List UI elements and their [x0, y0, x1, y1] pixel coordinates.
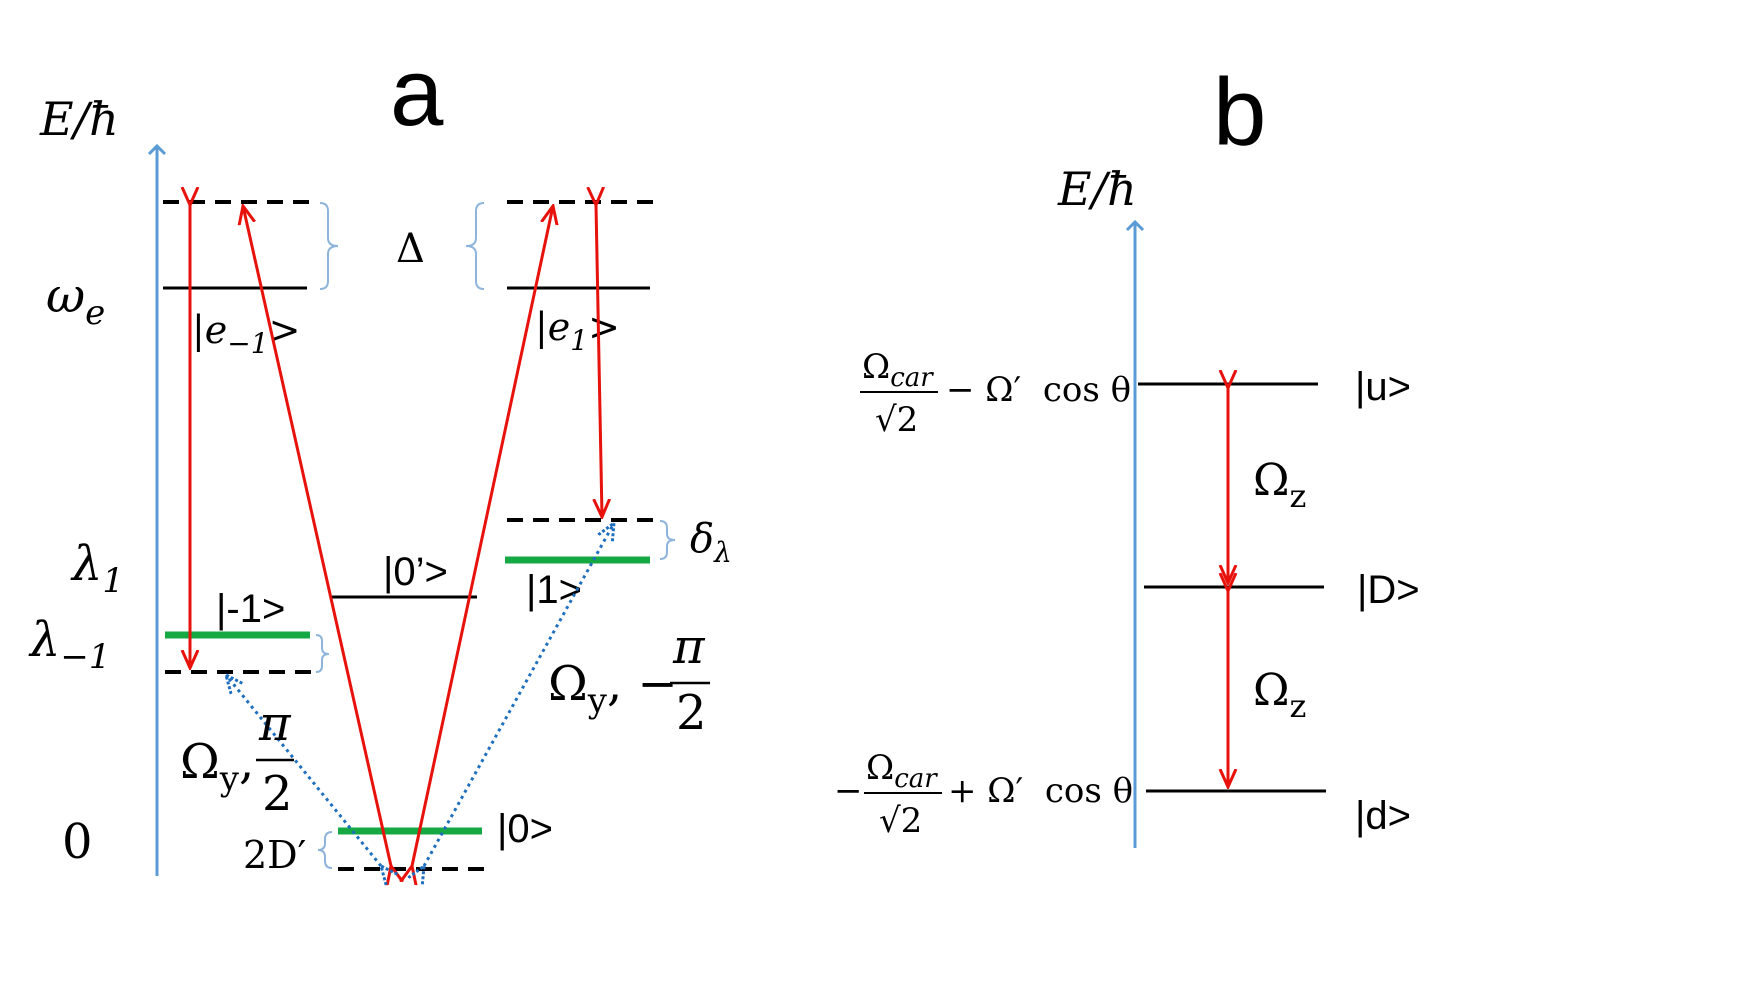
right-two: 2: [676, 685, 707, 741]
panel-b: b E/ħ |u> |D> |d> Ωz Ωz Ωcar √2 − Ω′ cos…: [834, 59, 1420, 848]
right-pi: π: [672, 619, 706, 675]
two-d-label: 2D′: [243, 833, 306, 877]
left-two: 2: [262, 766, 293, 822]
left-omega-y: Ωy,: [180, 734, 254, 799]
right-omega-y: Ωy, −: [548, 656, 678, 721]
upper-rest: − Ω′ cos θ: [946, 370, 1131, 410]
ket-1: |1>: [526, 568, 582, 612]
delta-lambda-label: δλ: [690, 516, 732, 569]
ket-e-minus1: |e−1>: [192, 308, 300, 360]
microwave-0-minus1: [226, 675, 381, 866]
delta-bracket-left: [319, 202, 339, 290]
ket-d: |d>: [1355, 794, 1411, 838]
microwave-0-1: [424, 523, 614, 866]
ket-0: |0>: [497, 807, 553, 851]
lambda-1-label: λ1: [70, 536, 124, 601]
upper-sqrt2: √2: [875, 400, 918, 440]
ket-e-1: |e1>: [535, 305, 620, 357]
zero-label: 0: [62, 814, 93, 870]
ket-0-prime: |0’>: [383, 550, 448, 594]
transition-e1-1: [596, 205, 602, 517]
panel-a: a E/ħ ωe λ1 λ−1 0 Δ |e−1> |e1> δλ |1> |0…: [28, 39, 732, 877]
two-d-bracket: [317, 831, 333, 869]
upper-energy-expression: Ωcar √2 − Ω′ cos θ: [860, 347, 1131, 440]
axis-label-b: E/ħ: [1057, 162, 1137, 216]
left-pi: π: [258, 696, 292, 752]
ket-u: |u>: [1355, 365, 1411, 409]
lower-energy-expression: − Ωcar √2 + Ω′ cos θ: [834, 748, 1133, 841]
omega-z-lower: Ωz: [1253, 665, 1306, 725]
transition-0-e1: [412, 206, 553, 866]
ket-minus1: |-1>: [216, 587, 285, 631]
lower-omega-car: Ωcar: [866, 748, 938, 794]
omega-e-label: ωe: [46, 268, 105, 333]
delta-label: Δ: [396, 226, 425, 272]
right-pulse-label: Ωy, − π 2: [548, 619, 710, 741]
axis-label-a: E/ħ: [39, 92, 119, 146]
lower-sqrt2: √2: [879, 801, 922, 841]
minus1-bracket: [315, 634, 330, 673]
panel-b-label: b: [1213, 59, 1266, 166]
panel-a-label: a: [390, 39, 444, 146]
delta-bracket-right: [465, 202, 485, 290]
delta-lambda-bracket: [659, 520, 676, 560]
lower-rest: + Ω′ cos θ: [948, 771, 1133, 811]
lambda-minus1-label: λ−1: [28, 612, 111, 677]
upper-omega-car: Ωcar: [862, 347, 934, 393]
left-pulse-label: Ωy, π 2: [180, 696, 294, 822]
ket-D: |D>: [1357, 568, 1420, 612]
lower-prefix: −: [834, 771, 863, 811]
omega-z-upper: Ωz: [1253, 455, 1306, 515]
